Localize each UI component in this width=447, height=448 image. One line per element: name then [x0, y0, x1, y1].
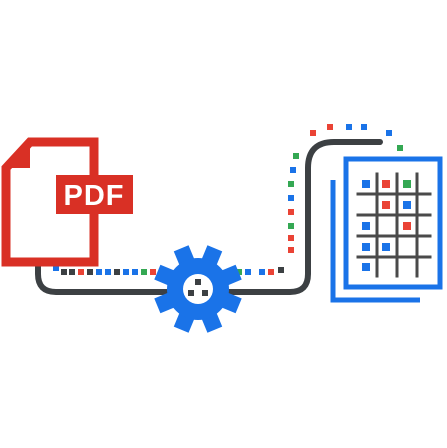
spreadsheet-cell [403, 201, 411, 209]
data-dot [327, 124, 333, 130]
data-dot [105, 269, 111, 275]
gear-hub [183, 274, 213, 304]
gear-hub-block [188, 290, 194, 296]
spreadsheet-icon [330, 156, 443, 303]
spreadsheet-back-sheet [330, 180, 420, 303]
gear-hub-block [195, 279, 201, 285]
data-dot [288, 247, 294, 253]
spreadsheet-front-sheet [343, 156, 443, 290]
data-dot [268, 269, 274, 275]
data-dot [310, 130, 316, 136]
data-dot [114, 269, 120, 275]
data-dot [245, 269, 251, 275]
data-dot [288, 209, 294, 215]
spreadsheet-grid [356, 172, 432, 278]
spreadsheet-cell [382, 201, 390, 209]
data-dot [288, 181, 294, 187]
spreadsheet-cell [362, 180, 370, 188]
spreadsheet-cell [362, 222, 370, 230]
data-dot [78, 269, 84, 275]
spreadsheet-cell [362, 263, 370, 271]
data-dot [288, 195, 294, 201]
pdf-label-banner [56, 175, 133, 214]
pdf-label: PDF [64, 180, 125, 212]
data-dot [87, 269, 93, 275]
data-dot [132, 269, 138, 275]
gear-hub-block [202, 290, 208, 296]
spreadsheet-cell [382, 180, 390, 188]
data-dot [290, 167, 296, 173]
pdf-document-icon: PDF [1, 137, 133, 267]
spreadsheet-cell [382, 243, 390, 251]
data-dot [96, 269, 102, 275]
data-dot [123, 269, 129, 275]
spreadsheet-cell [403, 180, 411, 188]
data-dot [141, 269, 147, 275]
data-dot [288, 223, 294, 229]
connector-pipe [35, 139, 383, 295]
data-dot [346, 124, 352, 130]
spreadsheet-cell [403, 222, 411, 230]
data-dot [293, 153, 299, 159]
data-dot [288, 235, 294, 241]
pdf-page-fold [6, 142, 30, 168]
data-dot [150, 269, 156, 275]
data-dot [397, 145, 403, 151]
spreadsheet-cells [362, 180, 411, 271]
data-dot [236, 269, 242, 275]
data-dot [53, 265, 59, 271]
data-dot [69, 269, 75, 275]
data-dot [278, 267, 284, 273]
data-dot [259, 269, 265, 275]
data-dot [386, 130, 392, 136]
spreadsheet-cell [362, 243, 370, 251]
gear-icon [154, 245, 242, 333]
data-dot [361, 124, 367, 130]
data-dot [61, 269, 67, 275]
